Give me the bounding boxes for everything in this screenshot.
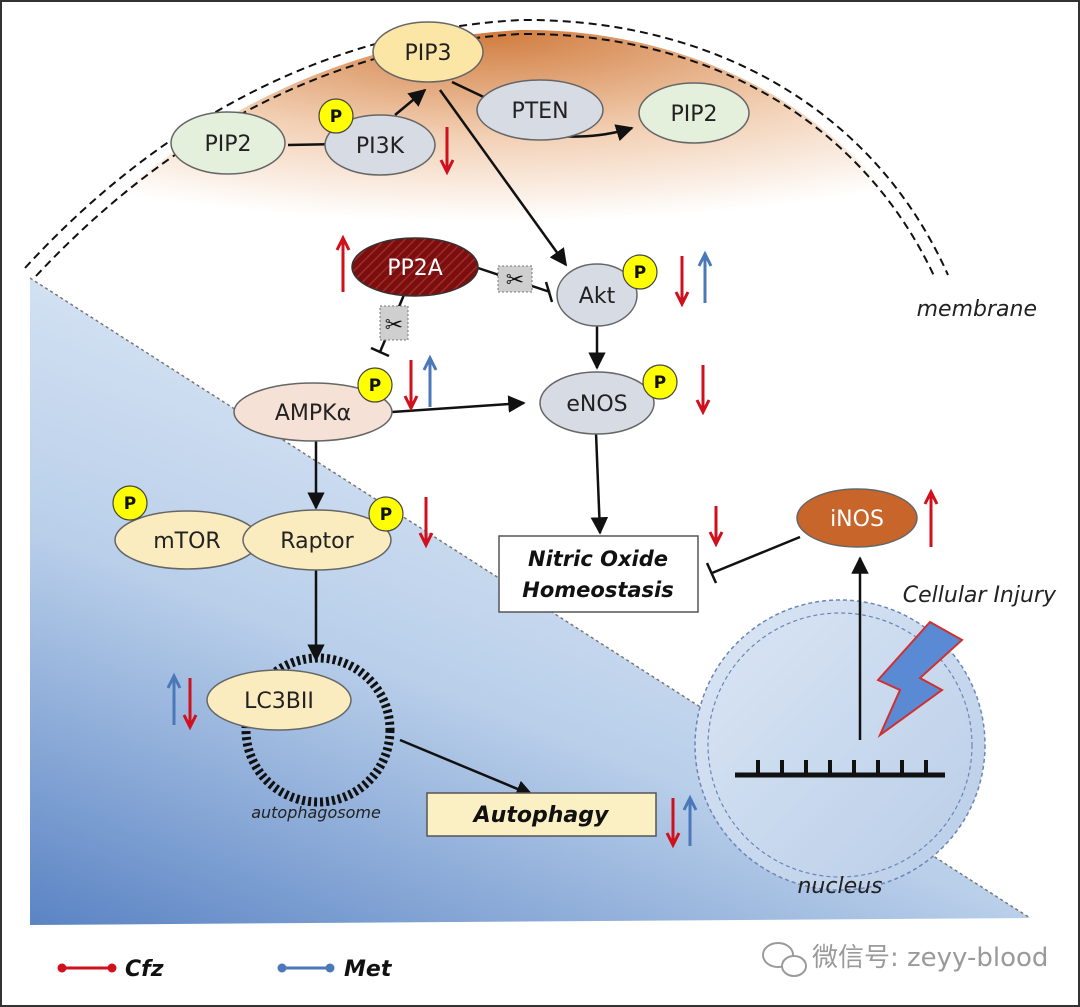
svg-text:PIP2: PIP2 (670, 102, 717, 127)
enos-no-arrow (590, 432, 609, 535)
svg-text:P: P (330, 107, 342, 127)
pip3-akt-arrow (438, 89, 568, 267)
node-ampk: AMPKα (233, 382, 393, 442)
lc3-cfz-down-arrow (182, 678, 198, 731)
node-lc3bii: LC3BII (206, 669, 352, 731)
connectors (287, 80, 869, 798)
node-inos: iNOS (796, 488, 918, 548)
svg-text:✂: ✂ (385, 313, 403, 338)
phospho-badge-akt: P (622, 254, 658, 290)
cellular-injury-label: Cellular Injury (903, 583, 1057, 608)
svg-text:Raptor: Raptor (280, 529, 354, 554)
node-enos: eNOS (539, 371, 655, 435)
svg-text:PI3K: PI3K (356, 134, 405, 159)
phospho-badge-enos: P (642, 364, 678, 400)
svg-text:Homeostasis: Homeostasis (522, 578, 673, 602)
svg-text:PTEN: PTEN (511, 99, 568, 124)
svg-text:PP2A: PP2A (387, 256, 443, 281)
ampk-met-up-arrow (422, 354, 438, 407)
svg-text:PIP3: PIP3 (404, 41, 451, 66)
pi3k-pip3-arrow (394, 88, 427, 116)
enos-cfz-down-arrow (695, 365, 711, 416)
svg-text:Autophagy: Autophagy (472, 803, 610, 828)
legend-cfz: Cfz (57, 957, 164, 982)
scissors-icon: ✂ (497, 265, 533, 293)
pp2a-cfz-up-arrow (335, 234, 351, 292)
svg-text:Met: Met (344, 957, 393, 982)
watermark: 微信号: zeyy-blood (762, 942, 1048, 977)
watermark-text: 微信号: zeyy-blood (812, 943, 1048, 973)
svg-text:mTOR: mTOR (153, 529, 220, 554)
pi3k-cfz-down-arrow (439, 127, 455, 176)
scissors-icon-2: ✂ (379, 305, 409, 341)
nucleus-label: nucleus (797, 874, 882, 899)
phospho-badge-pi3k: P (318, 98, 354, 134)
nucleus-inner (707, 612, 973, 878)
nitric-oxide-box: Nitric Oxide Homeostasis (498, 535, 699, 613)
svg-text:P: P (654, 373, 666, 393)
inos-no-inhibit (711, 535, 801, 575)
inos-cfz-up-arrow (923, 488, 939, 547)
svg-text:Nitric Oxide: Nitric Oxide (528, 547, 668, 571)
membrane-label: membrane (917, 297, 1037, 322)
autophagy-met-up-arrow (682, 794, 698, 846)
svg-text:LC3BII: LC3BII (244, 689, 314, 714)
indicator-arrows (166, 127, 939, 849)
raptor-cfz-down-arrow (418, 497, 434, 549)
lc3-autophagy-arrow (399, 738, 534, 798)
phospho-badge-ampk: P (357, 367, 393, 403)
phospho-badge-mtor: P (112, 485, 148, 521)
svg-text:PIP2: PIP2 (204, 132, 251, 157)
node-pip2-right: PIP2 (638, 82, 750, 144)
node-pip3: PIP3 (372, 21, 484, 83)
node-mtor: mTOR (114, 510, 260, 570)
node-pten: PTEN (476, 79, 604, 141)
svg-text:Cfz: Cfz (125, 957, 164, 982)
wechat-icon (762, 942, 807, 977)
svg-text:✂: ✂ (506, 268, 524, 293)
svg-text:P: P (380, 505, 392, 525)
node-pip2-left: PIP2 (170, 111, 286, 175)
legend-met: Met (277, 957, 393, 982)
akt-met-up-arrow (697, 250, 713, 303)
svg-text:Akt: Akt (579, 284, 616, 309)
node-akt: Akt (556, 263, 638, 327)
autophagosome-label: autophagosome (251, 803, 381, 822)
phospho-badge-raptor: P (368, 496, 404, 532)
node-raptor: Raptor (242, 509, 392, 571)
svg-text:AMPKα: AMPKα (275, 401, 351, 426)
node-pi3k: PI3K (324, 114, 436, 176)
svg-text:iNOS: iNOS (830, 507, 884, 532)
dna-icon (735, 760, 945, 778)
svg-text:eNOS: eNOS (566, 392, 627, 417)
svg-text:P: P (124, 494, 136, 514)
membrane-inner-line (35, 32, 936, 279)
ampk-enos-arrow (391, 395, 526, 414)
svg-text:P: P (634, 263, 646, 283)
akt-cfz-down-arrow (674, 256, 690, 308)
svg-text:P: P (369, 376, 381, 396)
node-pp2a: PP2A (351, 237, 479, 297)
autophagy-cfz-down-arrow (665, 798, 681, 849)
lightning-icon (876, 620, 964, 738)
lc3-met-up-arrow (166, 672, 182, 725)
ampk-cfz-down-arrow (403, 360, 419, 412)
autophagy-box: Autophagy (426, 792, 657, 837)
no-cfz-down-arrow (708, 506, 724, 548)
legend: Cfz Met (57, 957, 393, 982)
